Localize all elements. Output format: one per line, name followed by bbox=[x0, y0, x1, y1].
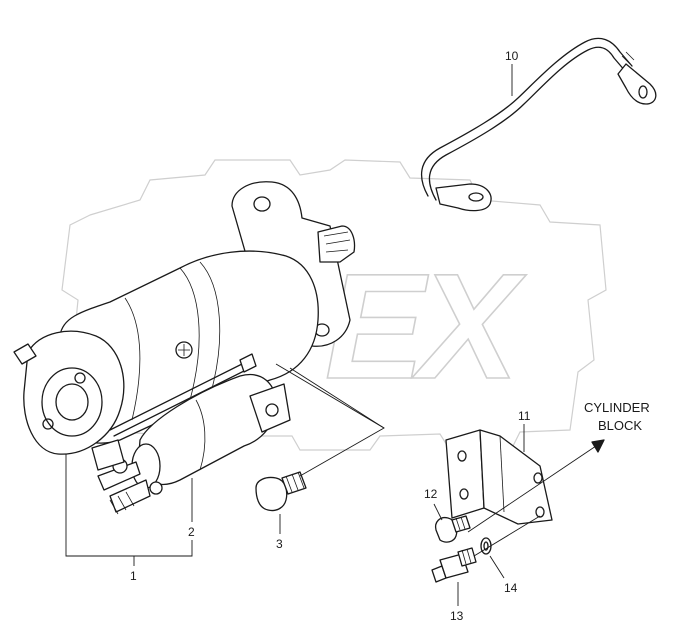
part-11-bracket bbox=[445, 429, 553, 525]
label-part-12: 12 bbox=[424, 487, 438, 501]
label-part-1: 1 bbox=[130, 569, 137, 583]
leader-lines bbox=[65, 64, 605, 606]
part-10-battery-cable bbox=[420, 37, 657, 212]
part-3-bolt bbox=[255, 471, 307, 512]
part-2-solenoid bbox=[91, 374, 291, 515]
label-part-11: 11 bbox=[518, 409, 531, 423]
part-1-starter-motor bbox=[13, 181, 356, 515]
label-part-10: 10 bbox=[505, 49, 519, 63]
label-part-14: 14 bbox=[504, 581, 518, 595]
label-part-13: 13 bbox=[450, 609, 464, 623]
part-14-washer bbox=[480, 537, 492, 555]
part-12-bolt bbox=[434, 515, 471, 543]
label-part-3: 3 bbox=[276, 537, 283, 551]
part-13-stud bbox=[431, 547, 477, 583]
destination-line-1: CYLINDER bbox=[584, 400, 650, 415]
label-part-2: 2 bbox=[188, 525, 195, 539]
destination-line-2: BLOCK bbox=[598, 418, 642, 433]
